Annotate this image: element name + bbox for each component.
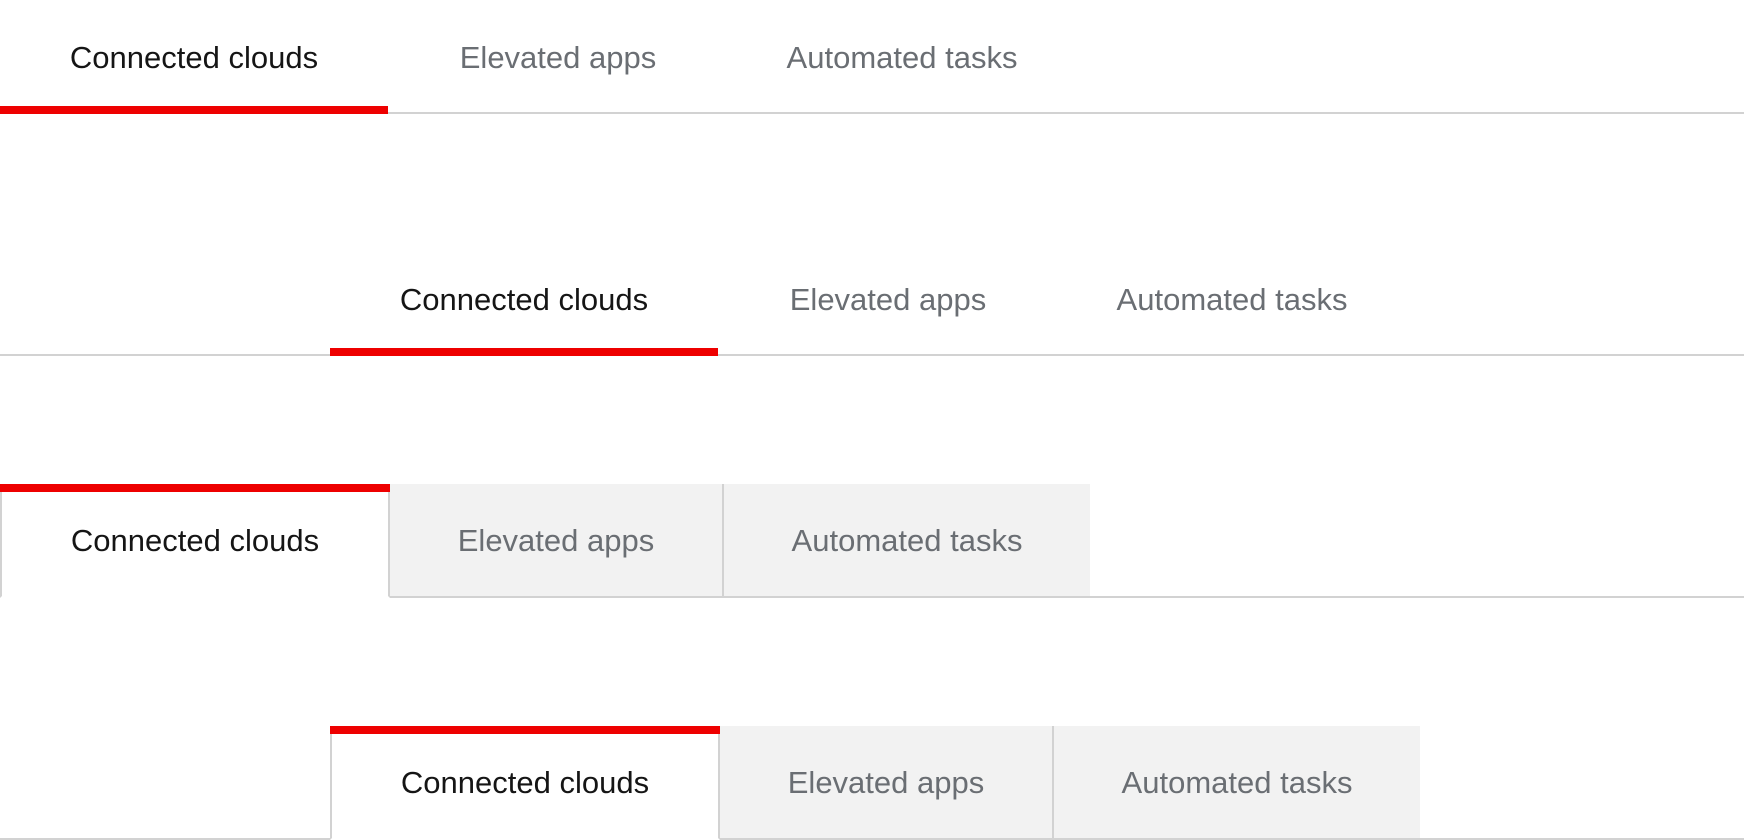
tab-automated-tasks[interactable]: Automated tasks [722, 484, 1090, 598]
tab-elevated-apps[interactable]: Elevated apps [388, 0, 728, 114]
tab-elevated-apps[interactable]: Elevated apps [390, 484, 722, 598]
tab-automated-tasks[interactable]: Automated tasks [1052, 726, 1420, 840]
tab-connected-clouds[interactable]: Connected clouds [330, 242, 718, 356]
tab-label: Elevated apps [787, 765, 985, 800]
tab-list: Connected clouds Elevated apps Automated… [0, 484, 1090, 598]
tab-automated-tasks[interactable]: Automated tasks [1058, 242, 1406, 356]
tab-label: Elevated apps [459, 40, 657, 75]
tab-label: Elevated apps [789, 282, 987, 317]
tab-baseline [0, 354, 1744, 356]
tab-label: Connected clouds [70, 523, 320, 558]
tab-label: Automated tasks [1116, 282, 1348, 317]
tab-baseline [0, 112, 1744, 114]
tab-connected-clouds[interactable]: Connected clouds [0, 0, 388, 114]
tab-elevated-apps[interactable]: Elevated apps [718, 242, 1058, 356]
tab-label: Connected clouds [400, 765, 650, 800]
tab-label: Connected clouds [69, 40, 319, 75]
tab-label: Elevated apps [457, 523, 655, 558]
tab-group-boxed-inset: Connected clouds Elevated apps Automated… [0, 726, 1744, 840]
tab-group-underline-left: Connected clouds Elevated apps Automated… [0, 0, 1744, 114]
tab-list: Connected clouds Elevated apps Automated… [330, 242, 1406, 356]
tab-connected-clouds[interactable]: Connected clouds [330, 726, 720, 840]
tab-label: Automated tasks [786, 40, 1018, 75]
tab-group-underline-inset: Connected clouds Elevated apps Automated… [0, 242, 1744, 356]
tab-list: Connected clouds Elevated apps Automated… [330, 726, 1420, 840]
tab-list: Connected clouds Elevated apps Automated… [0, 0, 1076, 114]
tab-group-boxed-left: Connected clouds Elevated apps Automated… [0, 484, 1744, 598]
tab-connected-clouds[interactable]: Connected clouds [0, 484, 390, 598]
tab-label: Connected clouds [399, 282, 649, 317]
tab-label: Automated tasks [1121, 765, 1353, 800]
tab-automated-tasks[interactable]: Automated tasks [728, 0, 1076, 114]
tab-label: Automated tasks [791, 523, 1023, 558]
tab-elevated-apps[interactable]: Elevated apps [720, 726, 1052, 840]
